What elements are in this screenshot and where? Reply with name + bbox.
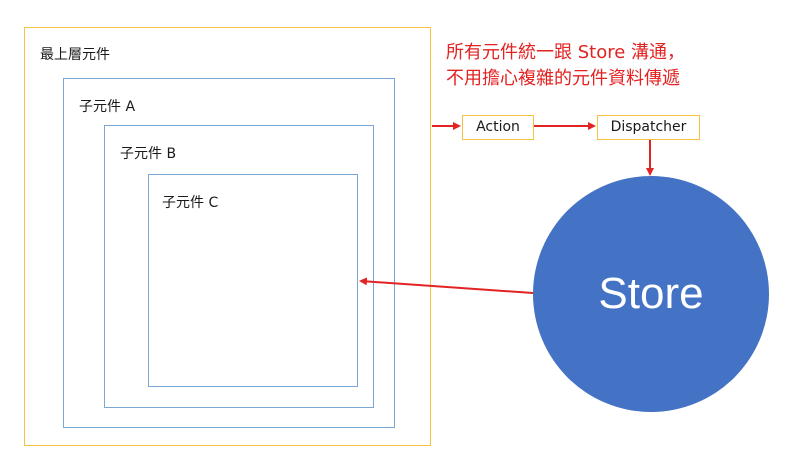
store-note: 所有元件統一跟 Store 溝通， 不用擔心複雜的元件資料傳遞 [446,40,685,92]
dispatcher-node: Dispatcher [597,115,700,140]
store-node: Store [533,176,769,412]
component-b-box [104,125,374,408]
component-c-label: 子元件 C [162,195,219,211]
store-note-line1: 所有元件統一跟 Store 溝通， [446,42,686,63]
component-a-box [63,78,395,428]
component-c-box [148,174,358,387]
component-b-label: 子元件 B [120,146,177,162]
top-component-label: 最上層元件 [40,47,110,63]
action-node: Action [462,115,534,140]
arrow-store-to-component-c [359,277,534,294]
store-label: Store [598,269,704,318]
store-note-line2: 不用擔心複雜的元件資料傳遞 [446,68,680,89]
top-component-box [24,27,431,446]
component-a-label: 子元件 A [79,99,136,115]
